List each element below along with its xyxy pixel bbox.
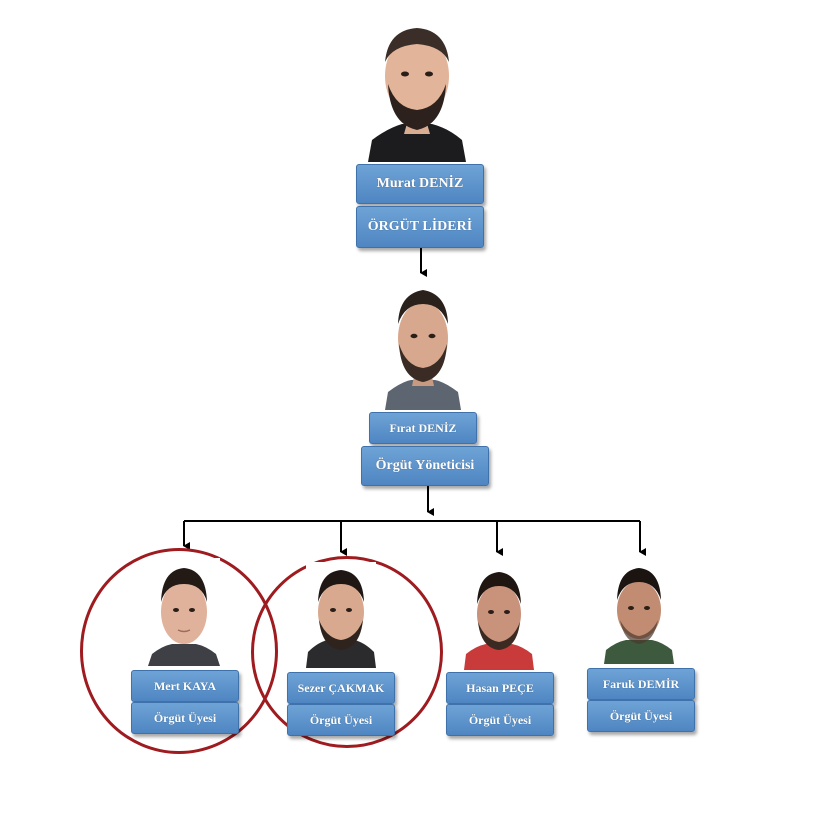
- member-3-name: Hasan PEÇE: [466, 681, 534, 696]
- leader-role-box: ÖRGÜT LİDERİ: [356, 206, 484, 248]
- member-1-name-box: Mert KAYA: [131, 670, 239, 702]
- member-1-photo: [148, 558, 220, 666]
- leader-role: ÖRGÜT LİDERİ: [368, 219, 472, 235]
- member-4-name: Faruk DEMİR: [603, 677, 679, 692]
- member-2-role-box: Örgüt Üyesi: [287, 704, 395, 736]
- member-3-photo: [464, 566, 534, 670]
- member-4-role: Örgüt Üyesi: [610, 709, 672, 724]
- member-2-name-box: Sezer ÇAKMAK: [287, 672, 395, 704]
- manager-name-box: Fırat DENİZ: [369, 412, 477, 444]
- member-3-name-box: Hasan PEÇE: [446, 672, 554, 704]
- member-1-name: Mert KAYA: [154, 679, 216, 694]
- leader-name-box: Murat DENİZ: [356, 164, 484, 204]
- member-3-role: Örgüt Üyesi: [469, 713, 531, 728]
- leader-name: Murat DENİZ: [377, 176, 464, 192]
- member-4-photo: [604, 564, 674, 664]
- member-3-role-box: Örgüt Üyesi: [446, 704, 554, 736]
- member-2-name: Sezer ÇAKMAK: [298, 681, 385, 696]
- member-1-role-box: Örgüt Üyesi: [131, 702, 239, 734]
- member-2-photo: [306, 562, 376, 668]
- manager-name: Fırat DENİZ: [390, 421, 457, 436]
- manager-role-box: Örgüt Yöneticisi: [361, 446, 489, 486]
- member-4-name-box: Faruk DEMİR: [587, 668, 695, 700]
- member-4-role-box: Örgüt Üyesi: [587, 700, 695, 732]
- manager-photo: [385, 280, 461, 410]
- member-2-role: Örgüt Üyesi: [310, 713, 372, 728]
- manager-role: Örgüt Yöneticisi: [376, 458, 475, 474]
- member-1-role: Örgüt Üyesi: [154, 711, 216, 726]
- leader-photo: [368, 12, 466, 162]
